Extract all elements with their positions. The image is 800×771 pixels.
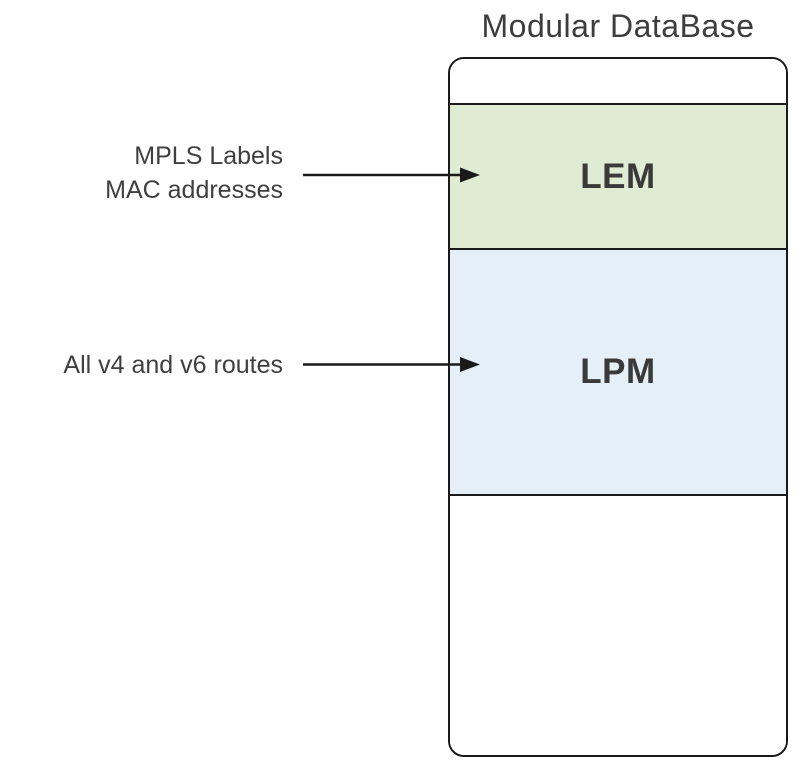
annotation-lem-line2: MAC addresses bbox=[105, 176, 283, 204]
annotation-lpm-text: All v4 and v6 routes bbox=[0, 348, 283, 382]
annotation-lpm-line1: All v4 and v6 routes bbox=[63, 351, 283, 379]
annotation-lem-line1: MPLS Labels bbox=[134, 142, 283, 170]
db-section-lpm: LPM bbox=[450, 248, 786, 494]
lem-label: LEM bbox=[580, 156, 656, 196]
lpm-label: LPM bbox=[580, 352, 656, 391]
db-section-reserved-top bbox=[450, 59, 786, 103]
annotation-lem-text: MPLS Labels MAC addresses bbox=[0, 139, 283, 207]
db-section-free-space bbox=[450, 494, 786, 755]
modular-database-box: LEM LPM bbox=[448, 57, 788, 757]
diagram-title: Modular DataBase bbox=[481, 8, 755, 44]
db-section-lem: LEM bbox=[450, 103, 786, 248]
